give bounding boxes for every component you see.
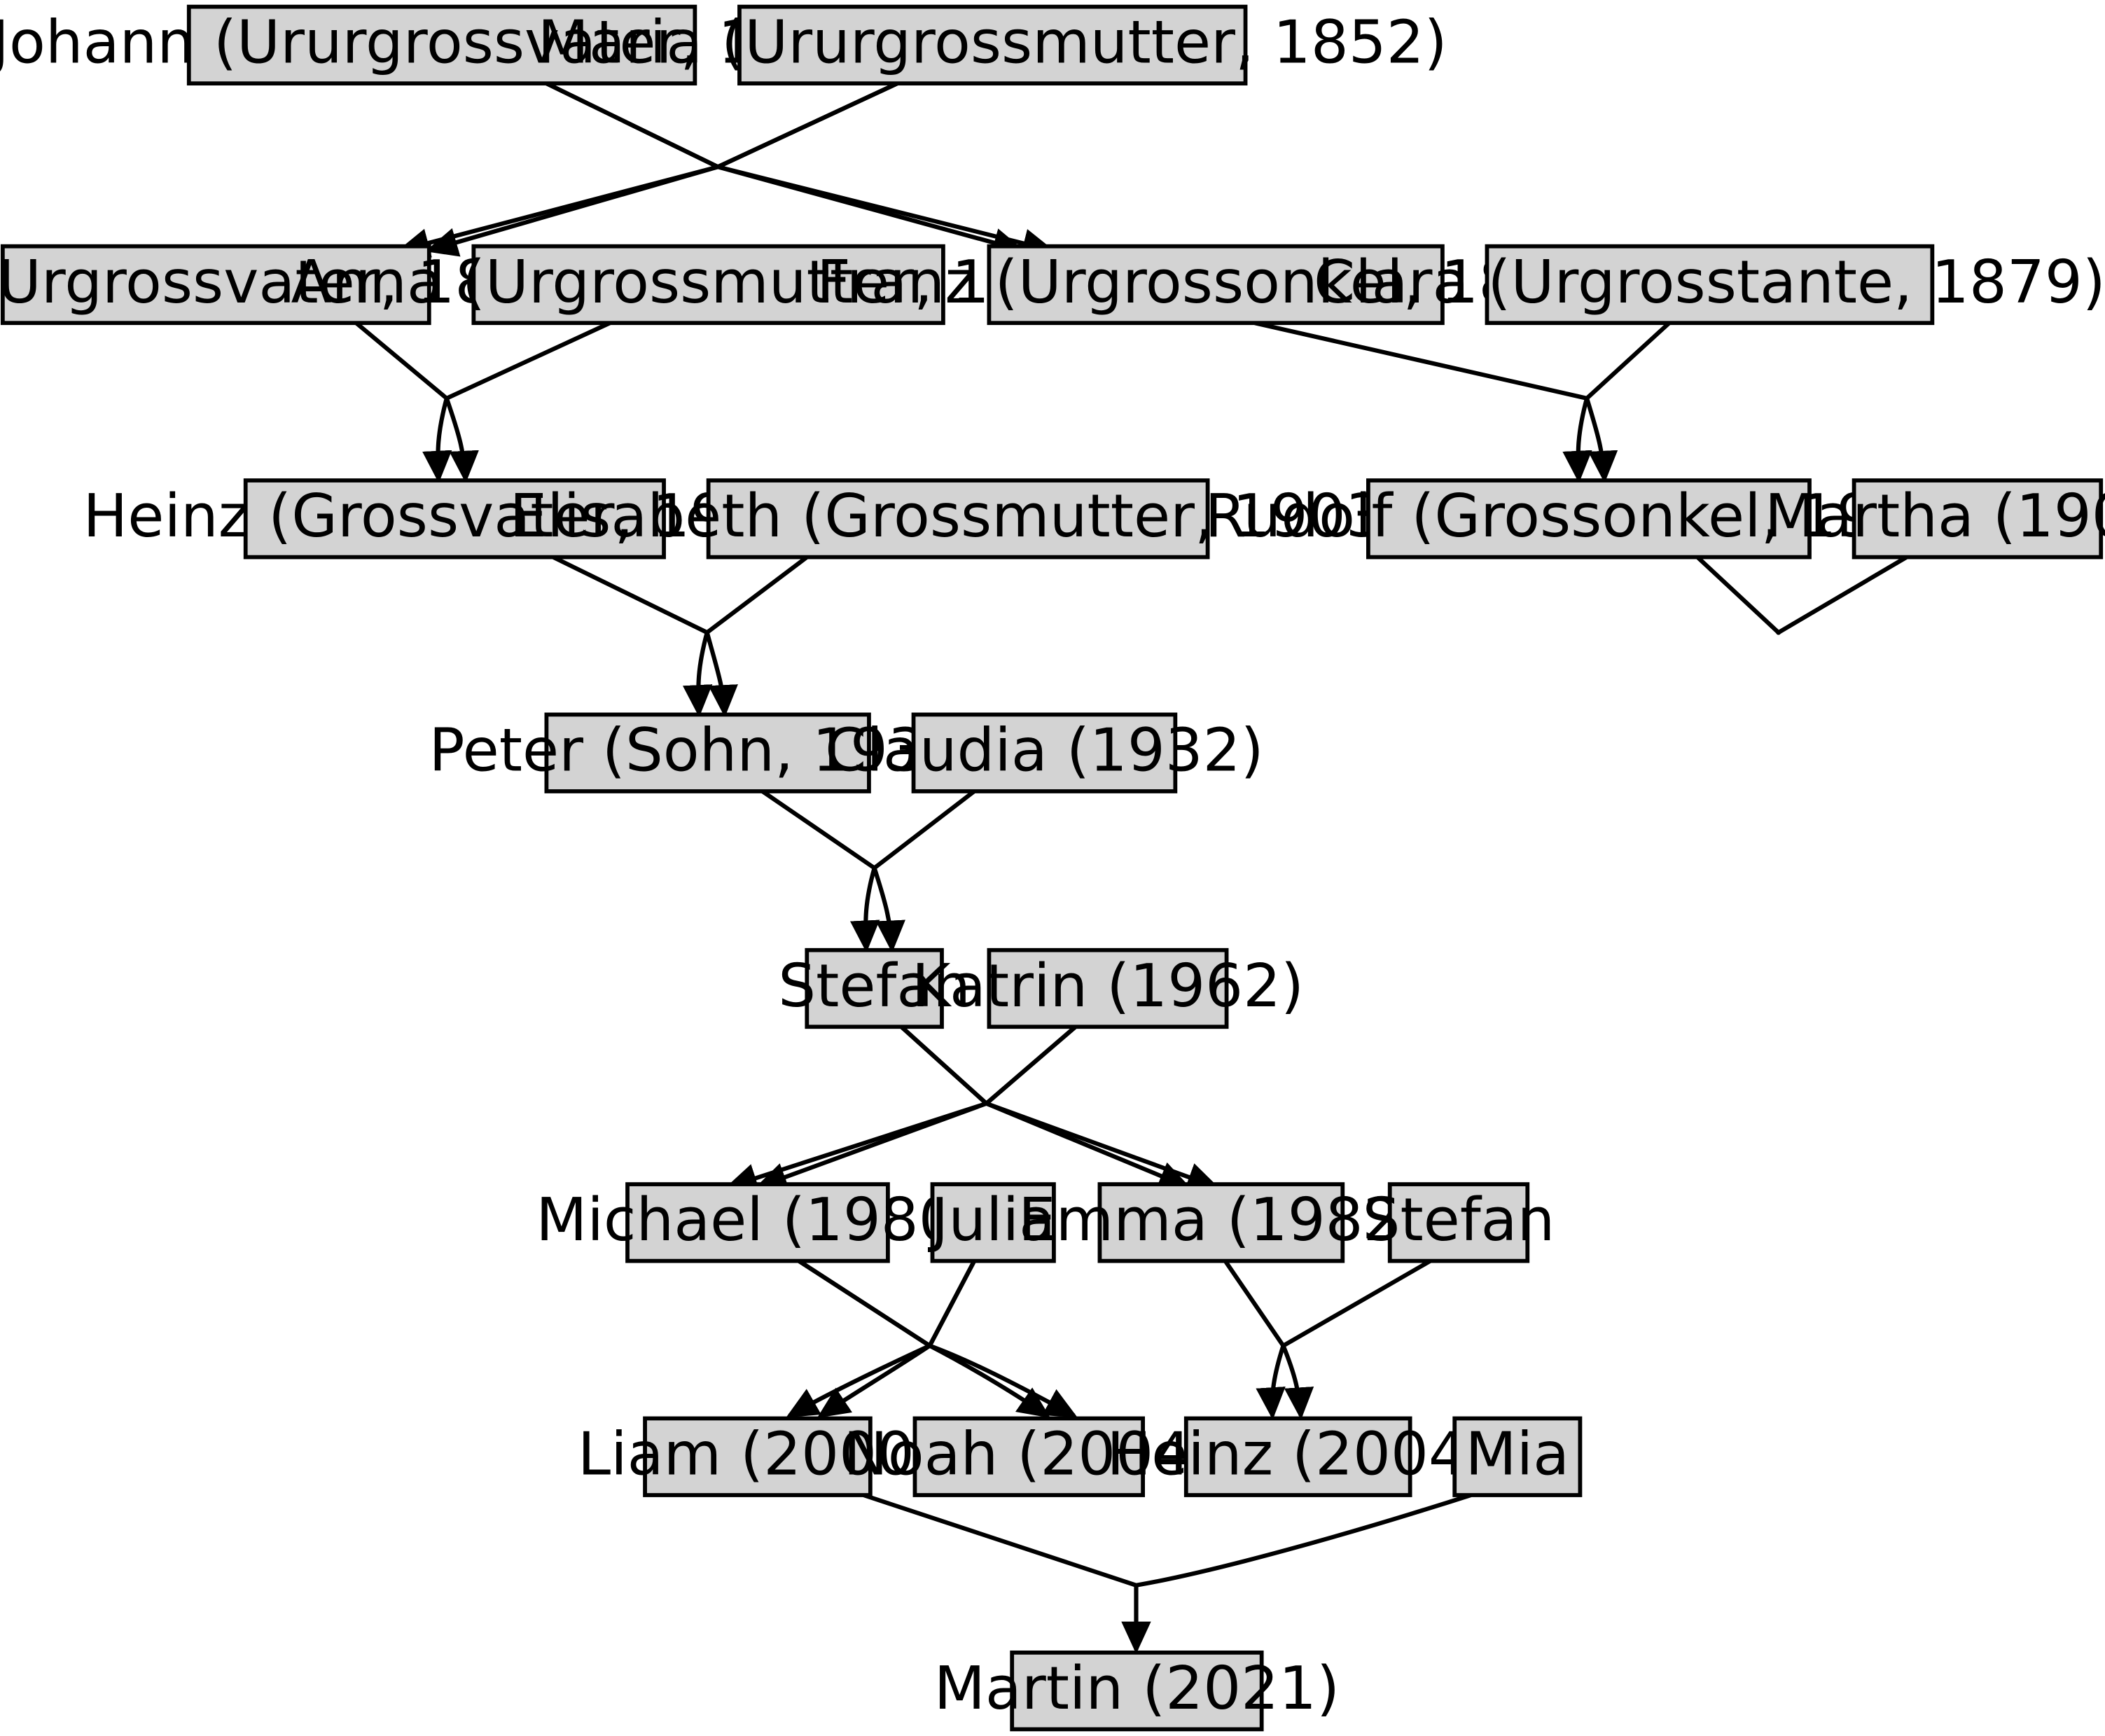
edge-mia-martin [1135,1493,1472,1588]
node-franz[interactable]: Franz (Urgrossonkel, 1877) [817,244,1615,326]
node-label-liam: Liam (2000) [578,1419,938,1489]
node-box-martha[interactable] [1852,478,2104,560]
edge-claudia-stefan [872,789,976,953]
edge-layer [354,81,1908,1654]
node-label-rudolf: Rudolf (Grossonkel, 1904) [1205,481,1973,550]
node-katrin[interactable]: Katrin (1962) [912,947,1304,1029]
edge-julia-noah [926,1260,1078,1418]
node-box-noah[interactable] [912,1416,1145,1497]
edge-anna-heinz [443,321,611,483]
node-label-katrin: Katrin (1962) [912,951,1304,1020]
node-box-anna[interactable] [471,244,945,326]
node-noah[interactable]: Noah (2004) [843,1416,1214,1497]
node-box-claudia[interactable] [911,712,1178,793]
node-anna[interactable]: Anna (Urgrossmutter, 1877) [291,244,1126,326]
node-box-stefan2[interactable] [1387,1182,1530,1263]
node-box-johann[interactable] [186,4,697,86]
node-box-emma[interactable] [1097,1182,1345,1263]
edge-franz-rudolf [1254,321,1592,483]
edge-martha-dangling [1777,555,1908,634]
node-stefan1[interactable]: Stefan [778,947,971,1029]
node-label-peter: Peter (Sohn, 1930) [429,716,986,785]
node-box-clara[interactable] [1485,244,1935,326]
node-label-mia: Mia [1465,1419,1569,1489]
node-box-heinz1[interactable] [243,478,666,560]
node-label-claudia: Claudia (1932) [825,716,1264,785]
node-label-clara: Clara (Urgrosstante, 1879) [1314,247,2105,317]
edge-johann-karl [425,81,724,257]
node-box-rudolf[interactable] [1366,478,1812,560]
node-box-katrin[interactable] [987,947,1229,1029]
edge-katrin-michael [725,1025,1077,1193]
edge-emma-to-heinz2 [1223,1259,1286,1420]
edge-heinz-peter [552,555,713,718]
edge-liam-martin [863,1493,1137,1588]
node-box-elisabeth[interactable] [706,478,1210,560]
node-box-mia[interactable] [1452,1416,1583,1497]
node-box-stefan1[interactable] [805,947,944,1029]
node-liam[interactable]: Liam (2000) [578,1416,938,1497]
edge-peter-stefan [760,789,880,953]
node-heinz1[interactable]: Heinz (Grossvater, 1900) [83,478,827,560]
node-julia[interactable]: Julia [927,1182,1056,1263]
edge-rudolf-dangling [1695,555,1780,634]
node-stefan2[interactable]: Stefan [1363,1182,1555,1263]
node-box-maria[interactable] [737,4,1248,86]
node-mia[interactable]: Mia [1452,1416,1583,1497]
node-box-martin[interactable] [1010,1650,1264,1732]
edge-maria-franz [711,81,1055,258]
node-heinz2[interactable]: Heinz (2004) [1106,1416,1489,1497]
node-label-heinz1: Heinz (Grossvater, 1900) [83,481,827,550]
node-label-anna: Anna (Urgrossmutter, 1877) [291,247,1125,317]
node-box-michael[interactable] [625,1182,890,1263]
node-box-karl[interactable] [0,244,431,326]
edge-julia-liam [817,1260,976,1418]
edge-stefan1-michael [754,1025,991,1191]
node-clara[interactable]: Clara (Urgrosstante, 1879) [1314,244,2105,326]
node-box-franz[interactable] [987,244,1445,326]
node-label-michael: Michael (1980) [536,1185,980,1254]
node-elisabeth[interactable]: Elisabeth (Grossmutter, 1903) [510,478,1407,560]
node-peter[interactable]: Peter (Sohn, 1930) [429,712,987,793]
node-layer: Johann (Ururgrossvater, 1850)Maria (Urur… [0,4,2105,1732]
edge-karl-heinz [354,321,452,483]
node-emma[interactable]: Emma (1982) [1018,1182,1424,1263]
node-martha[interactable]: Martha (1906) [1765,478,2105,560]
node-label-franz: Franz (Urgrossonkel, 1877) [817,247,1615,317]
node-label-noah: Noah (2004) [843,1419,1214,1489]
node-box-peter[interactable] [544,712,871,793]
node-michael[interactable]: Michael (1980) [536,1182,980,1263]
node-label-elisabeth: Elisabeth (Grossmutter, 1903) [510,481,1407,550]
node-box-julia[interactable] [930,1182,1056,1263]
node-box-heinz2[interactable] [1183,1416,1412,1497]
node-rudolf[interactable]: Rudolf (Grossonkel, 1904) [1205,478,1973,560]
edge-katrin-emma [982,1025,1220,1191]
edge-stefan2-to-heinz2 [1280,1258,1432,1420]
node-label-maria: Maria (Ururgrossmutter, 1852) [538,8,1447,77]
edge-maria-karl [396,81,898,258]
node-box-liam[interactable] [643,1416,873,1497]
node-label-martha: Martha (1906) [1765,481,2105,550]
node-label-stefan2: Stefan [1363,1185,1555,1254]
node-label-julia: Julia [927,1185,1055,1254]
node-label-heinz2: Heinz (2004) [1106,1419,1489,1489]
node-label-emma: Emma (1982) [1018,1185,1424,1254]
edge-clara-rudolf [1584,321,1671,483]
node-maria[interactable]: Maria (Ururgrossmutter, 1852) [538,4,1447,86]
node-claudia[interactable]: Claudia (1932) [825,712,1264,793]
dangling-junction-dot [1776,630,1781,635]
node-martin[interactable]: Martin (2021) [934,1650,1340,1732]
edge-elisabeth-peter [704,555,809,718]
node-label-martin: Martin (2021) [934,1653,1340,1723]
node-label-stefan1: Stefan [778,951,971,1020]
